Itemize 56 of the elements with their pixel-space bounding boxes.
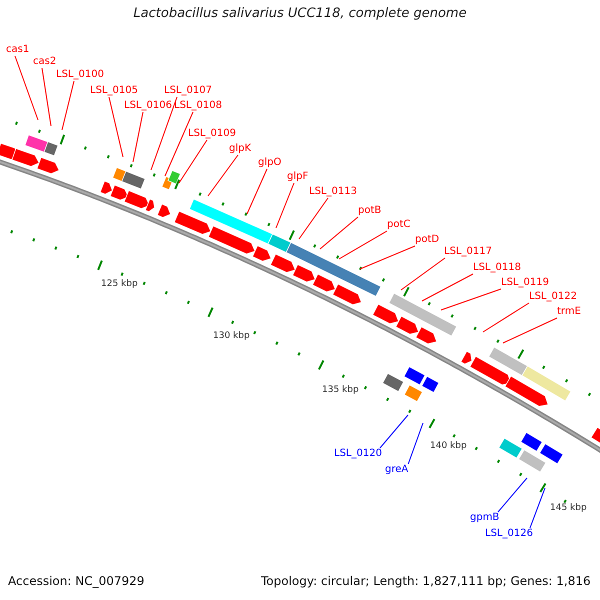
gene-label: glpF (287, 171, 308, 183)
leader-line (42, 68, 52, 126)
gene-label: cas1 (6, 44, 30, 56)
leader-line (62, 80, 74, 130)
leader-line (422, 274, 474, 302)
gene-label: LSL_0107 (164, 85, 212, 97)
gene-label: potD (415, 234, 440, 246)
gene-label: gpmB (470, 512, 500, 524)
diagram-title: Lactobacillus salivarius UCC118, complete genome (132, 8, 468, 20)
gene-label: potC (387, 219, 410, 231)
leader-line (298, 198, 328, 240)
leader-line (482, 302, 530, 332)
leader-line (132, 112, 144, 162)
gene-label: LSL_0106 (124, 100, 172, 112)
leader-line (360, 246, 416, 270)
leader-line (320, 216, 358, 250)
gene-label: LSL_0126 (485, 528, 533, 540)
gene-label: greA (385, 464, 408, 476)
gene-label: LSL_0105 (90, 85, 138, 97)
leader-line (502, 318, 558, 344)
scale-label: 140 kbp (430, 440, 467, 452)
gene-label: LSL_0113 (309, 186, 357, 198)
leader-line (498, 478, 528, 512)
leader-line (400, 258, 446, 290)
gene-label: LSL_0108 (174, 100, 222, 112)
leader-line (380, 414, 408, 448)
gene-label: LSL_0117 (444, 246, 492, 258)
leader-line (246, 168, 268, 214)
leader-line (530, 488, 546, 528)
leader-line (14, 56, 38, 120)
gene-label: LSL_0122 (529, 291, 577, 303)
leader-line (178, 140, 208, 184)
gene-label: LSL_0119 (501, 277, 549, 289)
scale-label: 145 kbp (550, 502, 587, 514)
scale-label: 125 kbp (101, 278, 138, 290)
leader-line (164, 112, 194, 176)
gene-label: glpK (229, 143, 252, 155)
gene-label: trmE (557, 306, 581, 318)
footer-text: Accession: NC_007929 (8, 574, 144, 588)
gene-label: LSL_0118 (473, 262, 521, 274)
leader-line (208, 154, 238, 196)
gene-label: LSL_0120 (334, 448, 382, 460)
gene-label: LSL_0100 (56, 69, 104, 81)
leader-line (108, 96, 124, 158)
scale-label: 130 kbp (213, 330, 250, 342)
gene-label: potB (358, 205, 382, 217)
leader-line (440, 288, 502, 310)
leader-line (150, 96, 178, 170)
leader-line (408, 422, 424, 464)
scale-label: 135 kbp (322, 384, 359, 396)
gene-label: LSL_0109 (188, 128, 236, 140)
gene-label: glpO (258, 157, 282, 169)
footer-text: Topology: circular; Length: 1,827,111 bp; Genes: 1,816 (261, 574, 591, 588)
gene-label: cas2 (33, 56, 56, 68)
leader-line (276, 182, 294, 228)
leader-line (338, 230, 388, 260)
